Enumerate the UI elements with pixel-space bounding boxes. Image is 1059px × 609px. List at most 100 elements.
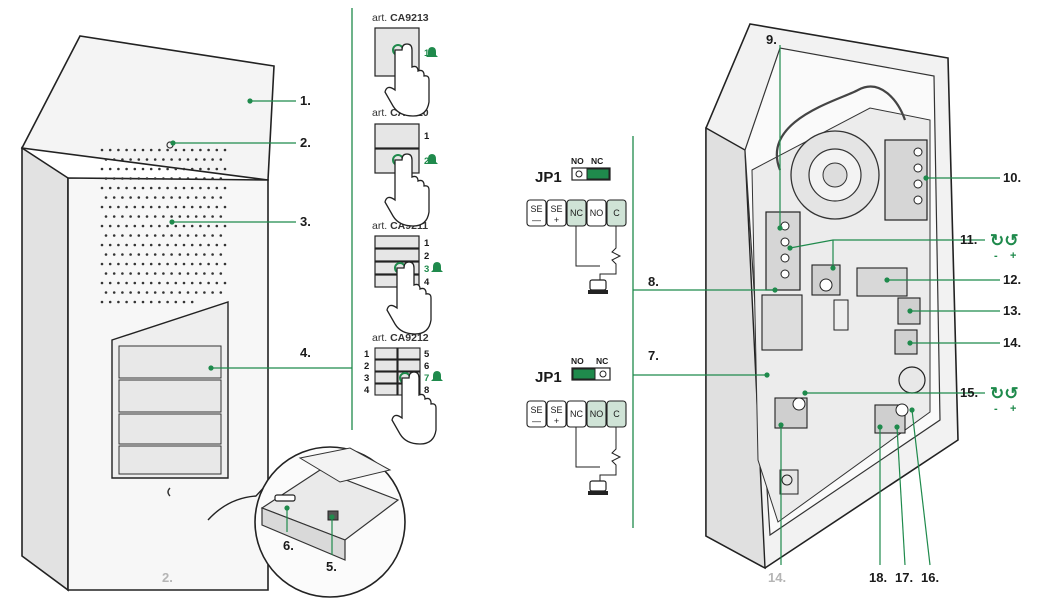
grille-dot [194, 234, 198, 237]
grille-dot [117, 281, 120, 285]
article-code: CA9213 [390, 12, 429, 24]
callout-7: 7. [648, 348, 659, 363]
grille-dot [158, 186, 161, 190]
zoom-detail [207, 446, 406, 598]
callout-15: 15. [960, 385, 978, 400]
svg-text:7: 7 [424, 373, 429, 384]
svg-text:6: 6 [424, 361, 429, 372]
callout-14: 14. [1003, 335, 1021, 350]
grille-dot [182, 262, 186, 266]
terminal-se [526, 199, 547, 227]
terminal-sign: — [532, 416, 541, 426]
bell-icon [426, 154, 438, 164]
grille-dot [149, 300, 153, 304]
grille-dot [223, 243, 227, 247]
grille-dot [133, 281, 137, 285]
grille-dot [186, 272, 190, 275]
grille-dot [112, 158, 116, 161]
grille-dot [166, 262, 169, 266]
grille-dot [145, 177, 149, 180]
grille-dot [141, 186, 145, 190]
grille-dot [162, 234, 165, 237]
grille-dot [207, 262, 210, 266]
grille-dot [149, 243, 153, 247]
grille-dot [108, 205, 112, 209]
svg-text:4: 4 [424, 277, 430, 288]
grille-dot [112, 272, 116, 275]
grille-dot [100, 243, 104, 247]
grille-dot [133, 205, 137, 209]
grille-dot [170, 196, 173, 199]
grille-dot [186, 177, 190, 180]
grille-dot [158, 262, 161, 266]
grille-dot [194, 158, 198, 161]
grille-dot [129, 215, 132, 218]
grille-dot [174, 148, 178, 152]
svg-text:5: 5 [424, 349, 430, 360]
grille-dot [207, 167, 210, 171]
grille-dot [149, 205, 153, 209]
grille-dot [190, 224, 194, 228]
callout-13: 13. [1003, 303, 1021, 318]
grille-dot [166, 281, 169, 285]
terminal-label: SE [530, 204, 542, 214]
grille-dot [104, 177, 108, 180]
grille-dot [219, 215, 223, 218]
grille-dot [153, 215, 157, 218]
grille-dot [121, 158, 124, 161]
bell-icon [431, 262, 443, 272]
grille-dot [211, 158, 214, 161]
grille-dot [223, 167, 227, 171]
svg-text:3: 3 [364, 373, 369, 384]
grille-dot [178, 177, 182, 180]
grille-dot [108, 281, 112, 285]
svg-text:art. CA9213: art. CA9213 [372, 12, 429, 24]
lock-icon [589, 279, 607, 291]
svg-text:NO: NO [571, 156, 584, 166]
grille-dot [186, 253, 190, 256]
grille-dot [158, 243, 161, 247]
svg-text:1: 1 [424, 238, 430, 249]
grille-dot [170, 177, 173, 180]
grille-dot [121, 272, 124, 275]
grille-dot [133, 243, 137, 247]
svg-text:NC: NC [591, 156, 603, 166]
pressing-hands [384, 43, 437, 445]
grille-dot [219, 234, 223, 237]
left-leaders [169, 98, 352, 555]
grille-dot [153, 253, 157, 256]
grille-dot [125, 205, 128, 209]
terminal-sign: — [532, 215, 541, 225]
grille-dot [186, 215, 190, 218]
grille-dot [158, 148, 161, 152]
terminal-label: NC [570, 409, 583, 419]
grille-dot [153, 234, 157, 237]
grille-dot [104, 234, 108, 237]
jp1-no-nc-bottom: NO NC JP1 [535, 356, 611, 386]
grille-dot [178, 253, 182, 256]
grille-dot [125, 300, 128, 304]
grille-dot [112, 234, 116, 237]
grille-dot [199, 224, 202, 228]
terminal-label: C [613, 409, 620, 419]
grille-dot [215, 224, 219, 228]
svg-text:1: 1 [424, 131, 430, 142]
grille-dot [125, 148, 128, 152]
hand-icon [384, 153, 430, 227]
article-code: CA9212 [390, 332, 429, 344]
grille-dot [178, 215, 182, 218]
grille-dot [223, 186, 227, 190]
grille-dot [219, 291, 223, 294]
grille-dot [182, 300, 186, 304]
grille-dot [199, 167, 202, 171]
grille-dot [137, 158, 141, 161]
grille-dot [194, 253, 198, 256]
grille-dot [215, 281, 219, 285]
grille-dot [219, 177, 223, 180]
grille-dot [174, 224, 178, 228]
grille-dot [190, 148, 194, 152]
terminal-se [526, 400, 547, 428]
grille-dot [162, 291, 165, 294]
grille-dot [141, 300, 145, 304]
grille-dot [104, 253, 108, 256]
